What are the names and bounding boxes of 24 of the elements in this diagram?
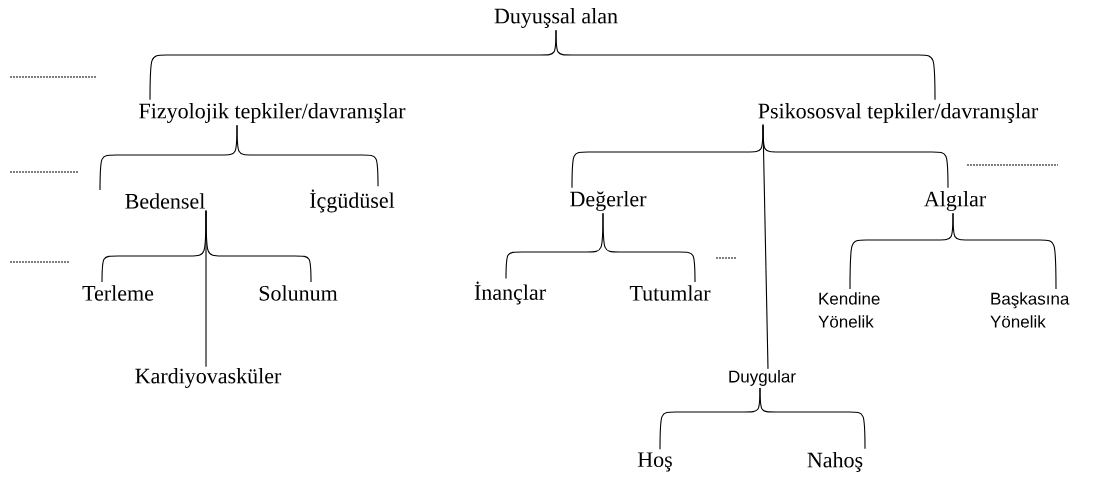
node-text: Psikososval tepkiler/davranışlar [758,103,1039,123]
brace-line [759,387,866,450]
node-text: Solunum [259,285,338,301]
node-text: Duygular [729,370,796,386]
node-text: Bedensel [125,193,205,209]
brace-line [555,29,936,101]
brace-line [236,124,379,187]
node-text: Değerler [570,191,647,211]
node-text: Terleme [82,285,154,301]
connector-line [205,209,207,368]
node-text: Kendine Yönelik [818,292,880,328]
node-text: Duyuşsal alan [494,8,618,28]
node-text: Algılar [924,191,986,211]
node-text: Başkasına Yönelik [990,292,1070,328]
brace-line [602,212,696,283]
node-text: Fizyolojik tepkiler/davranışlar [139,103,406,123]
node-text: İçgüdüsel [310,189,395,213]
node-text: İnançlar [474,281,546,305]
node-text: Nahoş [807,452,863,472]
node-text: Kardiyovasküler [135,368,282,388]
node-text: Hoş [637,452,672,472]
node-text: Tutumlar [629,285,711,301]
connector-line [762,123,769,370]
brace-line [952,212,1057,290]
